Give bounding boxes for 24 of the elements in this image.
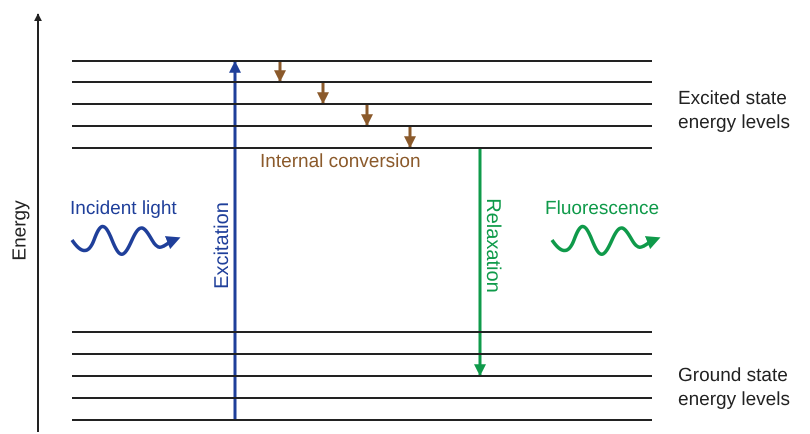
axis-label: Energy <box>8 200 32 260</box>
energy-level-line <box>72 419 652 421</box>
energy-level-line <box>72 397 652 399</box>
arrow <box>317 83 329 104</box>
text-label: Excited state energy levels <box>678 87 791 135</box>
energy-level-line <box>72 331 652 333</box>
arrow <box>474 149 486 376</box>
text-label: Ground state energy levels <box>678 364 791 412</box>
energy-level-line <box>72 103 652 105</box>
arrow <box>229 60 241 419</box>
arrow <box>274 62 286 82</box>
edge-label: Relaxation <box>480 198 504 292</box>
energy-level-line <box>72 60 652 62</box>
text-label: Incident light <box>70 197 177 220</box>
energy-level-line <box>72 353 652 355</box>
energy-level-line <box>72 81 652 83</box>
energy-level-line <box>72 375 652 377</box>
energy-level-line <box>72 147 652 149</box>
edge-label: Excitation <box>210 202 234 288</box>
arrow <box>404 127 416 148</box>
text-label: Fluorescence <box>545 197 660 220</box>
text-label: Internal conversion <box>260 150 421 173</box>
energy-level-line <box>72 125 652 127</box>
arrow <box>361 105 373 126</box>
